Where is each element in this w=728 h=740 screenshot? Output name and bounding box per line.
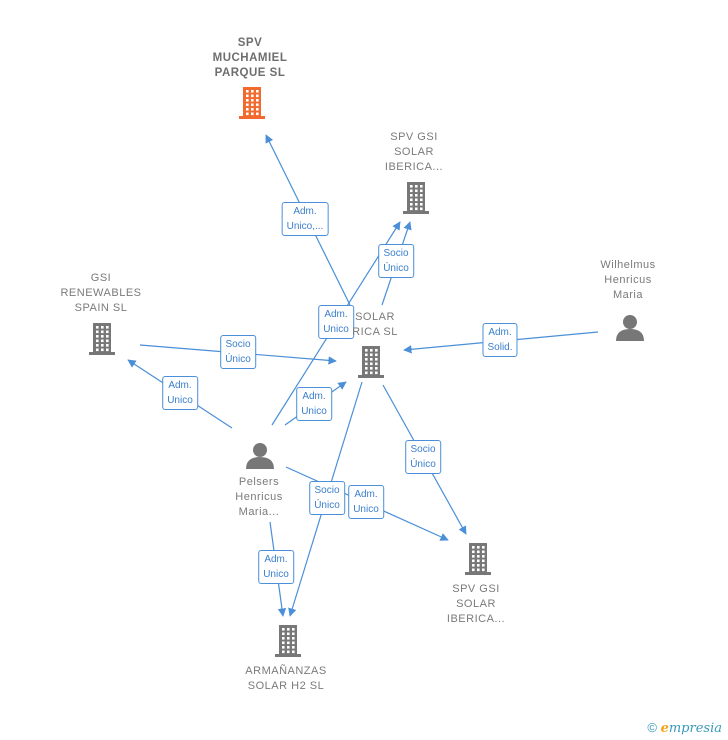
- edge-label-e5[interactable]: Adm.Solid.: [482, 323, 518, 357]
- edge-label-e1[interactable]: Adm.Unico,...: [281, 202, 329, 236]
- person-icon-pelsers[interactable]: [246, 443, 274, 469]
- footer-brand: © empresia: [647, 720, 722, 736]
- edge-label-e11[interactable]: Adm.Unico: [258, 550, 294, 584]
- building-icon-gsi_bottom[interactable]: [465, 543, 491, 575]
- edge-label-e7[interactable]: Adm.Unico: [296, 387, 332, 421]
- empresia-logo[interactable]: empresia: [660, 721, 722, 736]
- copyright-icon: ©: [647, 720, 657, 735]
- edge-label-e3[interactable]: Adm.Unico: [318, 305, 354, 339]
- building-icon-gsi_top[interactable]: [403, 182, 429, 214]
- edge-label-e6[interactable]: Adm.Unico: [162, 376, 198, 410]
- building-icon-gsi_renew[interactable]: [89, 323, 115, 355]
- building-icon-center[interactable]: [358, 346, 384, 378]
- person-icon-wilhelmus[interactable]: [616, 315, 644, 341]
- edge-label-e10[interactable]: Adm.Unico: [348, 485, 384, 519]
- building-icon-armananzas[interactable]: [275, 625, 301, 657]
- building-icon-muchamiel[interactable]: [239, 87, 265, 119]
